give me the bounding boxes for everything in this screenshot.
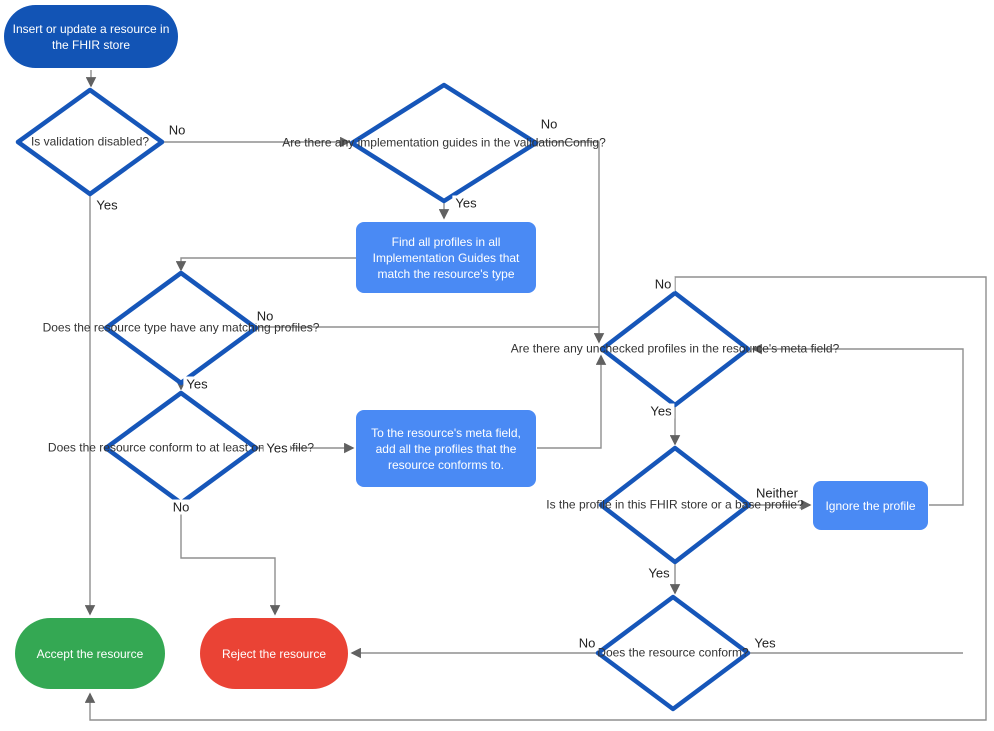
edge-label-unchecked-yes: Yes xyxy=(647,403,675,419)
profile-in-store-diamond xyxy=(598,445,752,565)
label-line: profiles? xyxy=(274,320,320,335)
label-line: Are there any xyxy=(510,341,583,356)
label-line: profile? xyxy=(764,497,804,512)
label-line: Is the profile in this xyxy=(546,497,647,512)
label-line: To the resource's meta field, xyxy=(371,425,521,440)
label-line: Does the resource xyxy=(42,320,141,335)
ignore-profile-node: Ignore the profile xyxy=(813,481,928,530)
validation-disabled-diamond xyxy=(15,87,165,197)
edge-label-validation-yes: Yes xyxy=(93,197,121,213)
start-node: Insert or update a resource in the FHIR … xyxy=(4,5,178,68)
unchecked-profiles-diamond xyxy=(599,290,751,408)
label-line: the FHIR store xyxy=(51,37,131,52)
label-line: Does the xyxy=(47,440,96,455)
validation-disabled-label: Is validation disabled? xyxy=(31,135,149,150)
reject-resource-node: Reject the resource xyxy=(200,618,348,689)
edge-label-conform-no: No xyxy=(575,635,599,651)
label-line: Implementation Guides that xyxy=(372,250,520,265)
edge-label-guides-no: No xyxy=(537,116,561,132)
label-line: validationConfig? xyxy=(513,135,606,150)
connector-guides-no xyxy=(537,141,605,344)
conform-one-label: Does the resource conform to at least on… xyxy=(48,441,314,456)
edge-label-unchecked-no: No xyxy=(651,276,675,292)
label-line: field? xyxy=(810,341,840,356)
edge-label-conform-one-no: No xyxy=(169,499,193,515)
label-line: add all the profiles that the xyxy=(375,441,517,456)
label-line: resource conform to at xyxy=(99,440,220,455)
label-line: Does the xyxy=(597,645,646,660)
resource-conform-label: Does the resource conform? xyxy=(597,646,748,661)
connector-ignore-loop xyxy=(751,343,964,506)
label-line: Insert or update a resource in xyxy=(12,21,170,36)
label-line: the resource's meta xyxy=(702,341,808,356)
edge-label-conform-yes: Yes xyxy=(751,635,779,651)
label-line: Is validation disabled? xyxy=(30,134,150,149)
connector-meta-to-unchecked xyxy=(537,354,607,449)
label-line: unchecked profiles in xyxy=(586,341,699,356)
edge-label-conform-one-yes: Yes xyxy=(263,440,291,456)
edge-label-validation-no: No xyxy=(165,122,189,138)
implementation-guides-label: Are there any implementation guides in t… xyxy=(282,136,606,151)
label-line: Find all profiles in all xyxy=(391,234,501,249)
implementation-guides-diamond xyxy=(349,82,539,204)
edge-label-profile-yes: Yes xyxy=(645,565,673,581)
label-line: Ignore the profile xyxy=(825,498,916,513)
label-line: resource conform? xyxy=(648,645,749,660)
resource-conform-diamond xyxy=(595,594,751,712)
unchecked-profiles-label: Are there any unchecked profiles in the … xyxy=(511,342,840,357)
edge-label-matching-yes: Yes xyxy=(183,376,211,392)
matching-profiles-label: Does the resource type have any matching… xyxy=(43,321,320,336)
edge-label-profile-neither: Neither xyxy=(753,485,801,501)
accept-resource-node: Accept the resource xyxy=(15,618,165,689)
label-line: match the resource's type xyxy=(377,266,515,281)
edge-label-matching-no: No xyxy=(253,308,277,324)
connector-find-to-matching xyxy=(175,257,356,272)
label-line: resource conforms to. xyxy=(387,457,505,472)
label-line: FHIR store or a base xyxy=(649,497,762,512)
add-profiles-node: To the resource's meta field, add all th… xyxy=(356,410,536,487)
label-line: implementation guides in the xyxy=(357,135,511,150)
find-profiles-node: Find all profiles in all Implementation … xyxy=(356,222,536,293)
label-line: Accept the resource xyxy=(36,646,144,661)
matching-profiles-diamond xyxy=(103,270,259,386)
connector-conform-one-no-to-reject xyxy=(180,513,281,616)
edge-label-guides-yes: Yes xyxy=(452,195,480,211)
label-line: Are there any xyxy=(282,135,355,150)
label-line: type have any matching xyxy=(143,320,271,335)
connector-unchecked-no-loop xyxy=(84,276,987,721)
profile-in-store-label: Is the profile in this FHIR store or a b… xyxy=(546,498,803,513)
label-line: Reject the resource xyxy=(221,646,327,661)
